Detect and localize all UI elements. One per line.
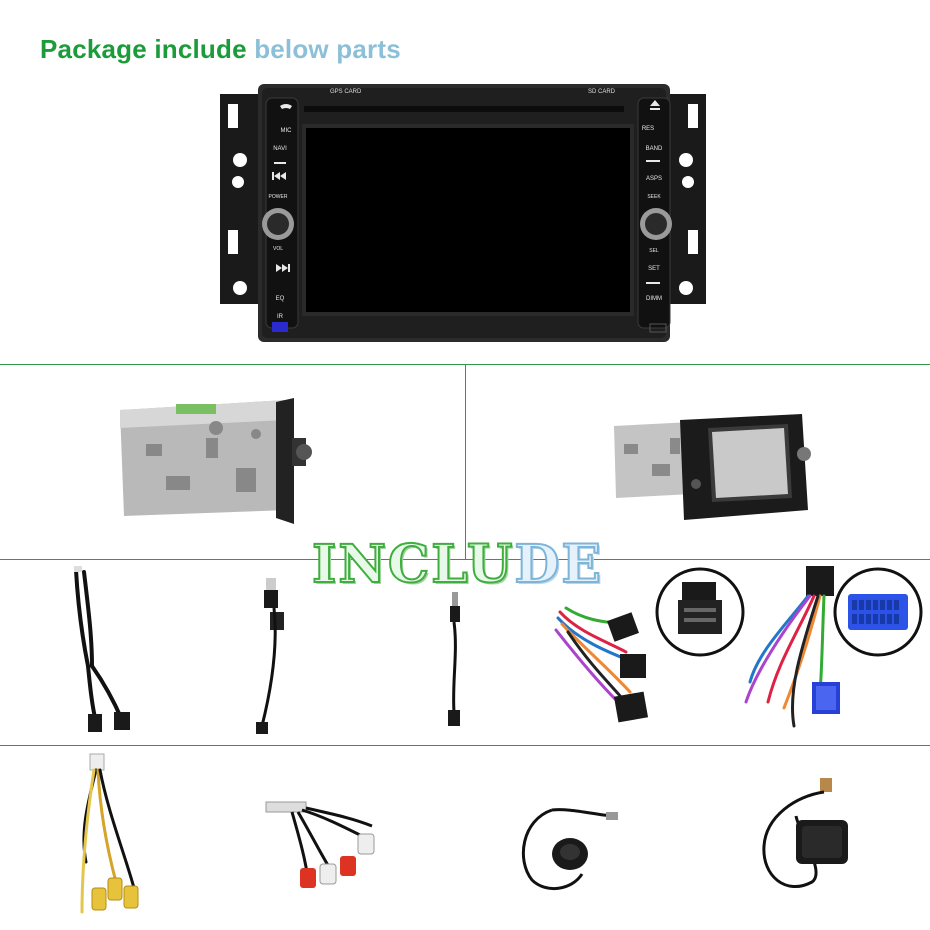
package-heading: Package include below parts bbox=[40, 34, 401, 65]
package-heading-part2: below parts bbox=[246, 34, 401, 64]
connector-closeup-blue-image bbox=[833, 567, 923, 657]
button-sel-label: SEL bbox=[649, 248, 659, 254]
button-dimm-label: DIMM bbox=[646, 296, 662, 302]
prev-track-icon bbox=[272, 172, 286, 180]
label-gps-card: GPS CARD bbox=[330, 89, 362, 95]
include-banner-part2: DE bbox=[513, 533, 604, 596]
divider-3 bbox=[0, 745, 930, 746]
audio-rca-cable-image bbox=[265, 801, 375, 888]
button-mic-label: MIC bbox=[281, 128, 293, 134]
next-track-icon bbox=[276, 264, 290, 272]
label-sd-card: SD CARD bbox=[588, 89, 616, 95]
connector-closeup-black-image bbox=[655, 567, 745, 657]
vehicle-harness-image bbox=[744, 566, 840, 728]
button-band-label: BAND bbox=[646, 146, 663, 152]
video-rca-cable-image bbox=[80, 753, 139, 914]
button-set-label: SET bbox=[648, 266, 660, 272]
antenna-adapter-image bbox=[448, 592, 460, 726]
button-res-label: RES bbox=[642, 126, 654, 132]
button-power-label: POWER bbox=[269, 194, 288, 200]
include-banner: INCLUDE bbox=[311, 533, 604, 596]
button-asps-label: ASPS bbox=[646, 176, 662, 182]
include-banner-part1: INCLU bbox=[311, 533, 515, 596]
button-ir-label: IR bbox=[277, 314, 284, 320]
phone-icon bbox=[280, 104, 292, 109]
eject-icon bbox=[650, 100, 660, 110]
head-unit-side-image bbox=[120, 398, 312, 524]
button-eq-label: EQ bbox=[276, 296, 285, 302]
ir-window bbox=[272, 322, 288, 332]
power-harness-image bbox=[554, 606, 649, 723]
divider-vertical bbox=[465, 364, 466, 560]
head-unit-front-image: GPS CARD SD CARD MIC NAVI POWER VOL EQ I… bbox=[220, 84, 706, 342]
microphone-image bbox=[521, 808, 618, 891]
usb-cable-image bbox=[256, 578, 284, 734]
button-navi-label: NAVI bbox=[273, 146, 287, 152]
package-heading-part1: Package include bbox=[40, 34, 247, 64]
head-unit-angled-image bbox=[614, 414, 811, 520]
usb-y-cable-image bbox=[74, 566, 130, 732]
button-vol-label: VOL bbox=[273, 246, 283, 252]
gps-antenna-image bbox=[762, 778, 848, 889]
button-seek-label: SEEK bbox=[647, 194, 661, 200]
divider-2 bbox=[0, 559, 930, 560]
